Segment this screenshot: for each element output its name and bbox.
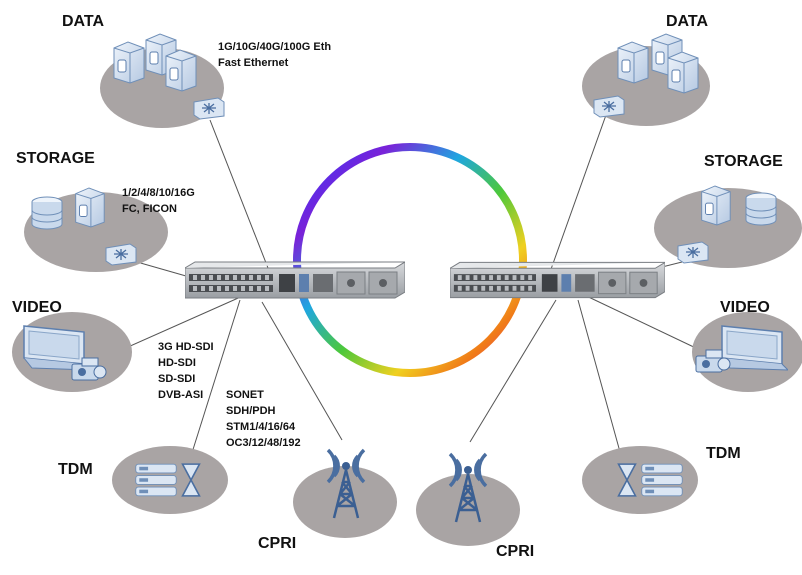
- tdm-multiplexer-icon: [641, 463, 683, 497]
- server-rack-icon: [75, 187, 105, 228]
- network-switch-icon: [105, 243, 137, 266]
- storage-right-label: STORAGE: [704, 153, 783, 170]
- sonet-note-1: SONET: [226, 389, 264, 401]
- video-note-1: 3G HD-SDI: [158, 341, 214, 353]
- server-rack-icon: [617, 41, 649, 84]
- sonet-note-3: STM1/4/16/64: [226, 421, 296, 433]
- ethernet-note-1: 1G/10G/40G/100G Eth: [218, 41, 331, 53]
- link-cpri-right: [469, 299, 557, 443]
- sonet-note-2: SDH/PDH: [226, 405, 276, 417]
- video-note-3: SD-SDI: [158, 373, 195, 385]
- server-rack-icon: [165, 49, 197, 92]
- video-right-label: VIDEO: [720, 299, 770, 316]
- tdm-right-label: TDM: [706, 445, 741, 462]
- storage-left-label: STORAGE: [16, 150, 95, 167]
- video-note-2: HD-SDI: [158, 357, 196, 369]
- monitor-camera-icon: [23, 325, 90, 371]
- data-left-group: DATA 1G/10G/40G/100G Eth Fast Ethernet: [62, 13, 331, 128]
- video-note-4: DVB-ASI: [158, 389, 203, 401]
- link-tdm-right: [577, 299, 626, 471]
- network-switch-icon: [593, 95, 625, 118]
- server-rack-icon: [701, 185, 731, 226]
- tdm-left-group: TDM: [58, 446, 228, 514]
- fibre-note-2: FC, FICON: [122, 203, 177, 215]
- cpri-left-label: CPRI: [258, 535, 296, 552]
- link-video-left: [109, 294, 246, 356]
- data-right-label: DATA: [666, 13, 709, 30]
- link-tdm-left: [184, 299, 241, 476]
- tdm-left-label: TDM: [58, 461, 93, 478]
- link-data-left: [209, 119, 269, 269]
- tdm-right-ellipse: [582, 446, 698, 514]
- tdm-right-group: TDM: [582, 445, 741, 514]
- fibre-note-1: 1/2/4/8/10/16G: [122, 187, 195, 199]
- data-right-group: DATA: [582, 13, 710, 126]
- data-left-label: DATA: [62, 13, 105, 30]
- tdm-multiplexer-icon: [135, 463, 177, 497]
- cpri-right-label: CPRI: [496, 543, 534, 560]
- cpri-left-group: CPRI: [258, 448, 397, 552]
- cpri-left-ellipse: [293, 466, 397, 538]
- network-switch-icon: [193, 97, 225, 120]
- monitor-camera-icon: [721, 325, 788, 371]
- sonet-note-4: OC3/12/48/192: [226, 437, 301, 449]
- server-rack-icon: [113, 41, 145, 84]
- link-cpri-left: [261, 301, 343, 441]
- optical-ring: [293, 143, 527, 377]
- ethernet-note-2: Fast Ethernet: [218, 57, 289, 69]
- link-video-right: [577, 291, 701, 351]
- storage-right-group: STORAGE: [654, 153, 802, 268]
- storage-disk-icon: [745, 192, 777, 226]
- storage-left-group: STORAGE 1/2/4/8/10/16G FC, FICON: [16, 150, 195, 272]
- connection-lines: [109, 114, 701, 476]
- video-left-label: VIDEO: [12, 299, 62, 316]
- network-switch-icon: [677, 241, 709, 264]
- sonet-notes: SONET SDH/PDH STM1/4/16/64 OC3/12/48/192: [226, 389, 301, 449]
- storage-disk-icon: [31, 196, 63, 230]
- link-data-right: [549, 114, 607, 273]
- server-rack-icon: [667, 51, 699, 94]
- video-right-group: VIDEO: [692, 299, 802, 392]
- cpri-right-group: CPRI: [416, 452, 534, 560]
- video-left-group: VIDEO 3G HD-SDI HD-SDI SD-SDI DVB-ASI: [12, 299, 214, 401]
- right-chassis: [450, 261, 665, 299]
